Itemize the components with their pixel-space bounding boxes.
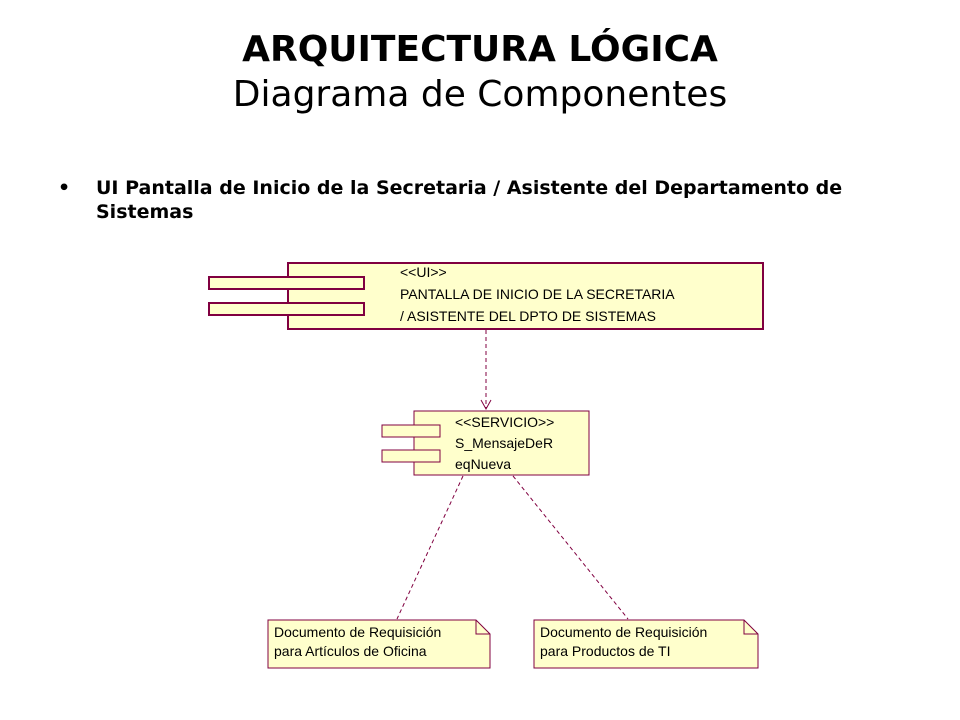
slide-title: ARQUITECTURA LÓGICA Diagrama de Componen…	[0, 28, 960, 118]
document-note-it-fold	[743, 620, 758, 635]
document-note-office-shape	[267, 619, 491, 669]
document-note-it: Documento de Requisición para Productos …	[533, 619, 759, 669]
ui-component-body	[287, 262, 764, 330]
document-note-office-line1: Documento de Requisición	[274, 624, 441, 640]
bullet-icon: •	[58, 177, 71, 199]
ui-component-port-bottom	[208, 302, 365, 316]
service-component: <<SERVICIO>> S_MensajeDeR eqNueva	[381, 410, 590, 476]
service-component-port-bottom	[381, 449, 441, 463]
service-component-body	[413, 410, 590, 476]
ui-name-line1: PANTALLA DE INICIO DE LA SECRETARIA	[400, 286, 675, 302]
document-note-office-line2: para Artículos de Oficina	[274, 643, 427, 659]
service-stereotype: <<SERVICIO>>	[455, 414, 554, 430]
ui-stereotype: <<UI>>	[400, 264, 447, 280]
document-note-it-line2: para Productos de TI	[540, 643, 670, 659]
service-name-line2: eqNueva	[455, 456, 511, 472]
dependency-service-to-doc1	[396, 475, 464, 620]
ui-component-port-top	[208, 276, 365, 290]
dependency-service-to-doc2	[512, 475, 629, 620]
title-subtitle: Diagrama de Componentes	[232, 74, 728, 115]
service-component-port-top	[381, 424, 441, 438]
bullet-text: UI Pantalla de Inicio de la Secretaria /…	[96, 177, 843, 223]
document-note-office-fold	[475, 620, 490, 635]
service-name-line1: S_MensajeDeR	[455, 435, 553, 451]
document-note-office: Documento de Requisición para Artículos …	[267, 619, 491, 669]
ui-component: <<UI>> PANTALLA DE INICIO DE LA SECRETAR…	[208, 262, 764, 330]
title-main: ARQUITECTURA LÓGICA	[242, 29, 718, 70]
ui-name-line2: / ASISTENTE DEL DPTO DE SISTEMAS	[400, 308, 656, 324]
document-note-it-shape	[533, 619, 759, 669]
document-note-it-line1: Documento de Requisición	[540, 624, 707, 640]
